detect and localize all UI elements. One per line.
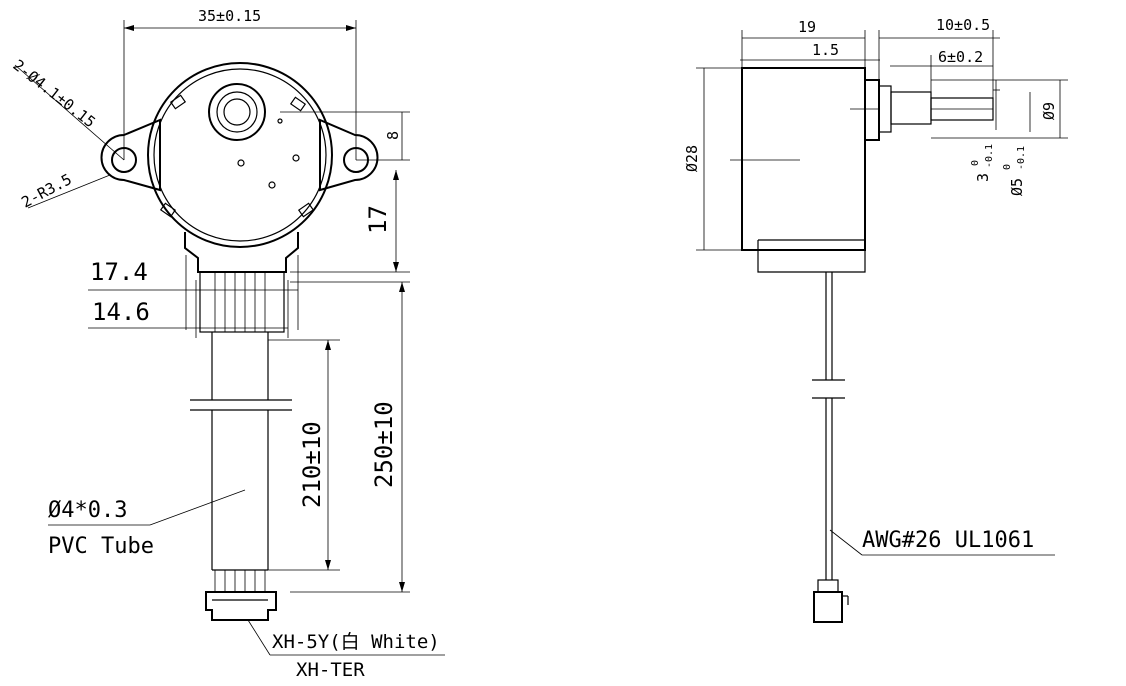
shaft-boss [208,83,266,141]
wire-bundle-top [199,271,285,333]
motor-body [147,62,333,248]
dim-6: 6±0.2 [938,48,983,66]
xh-connector [205,591,277,621]
dim-250: 250±10 [370,401,398,488]
dim-210: 210±10 [298,421,326,508]
terminal-label: XH-TER [296,659,365,681]
dim-14-6: 14.6 [92,298,150,326]
dim-28: Ø28 [683,145,701,172]
side-boss [864,79,880,141]
dim-8: 8 [384,131,402,140]
dim-19: 19 [798,18,816,36]
tube-size-label: Ø4*0.3 [48,498,127,523]
dim-17-4: 17.4 [90,258,148,286]
side-view [696,30,1068,623]
side-body [741,67,866,251]
dim-radius: 2-R3.5 [18,170,74,211]
side-connector [813,591,843,623]
dim-17: 17 [364,205,392,234]
tube-name-label: PVC Tube [48,534,154,559]
dim-10: 10±0.5 [936,16,990,34]
dim-5-upper: 0 [1002,164,1013,170]
dim-9: Ø9 [1040,102,1058,120]
dim-5: Ø5 [1008,178,1026,196]
mounting-flange [100,118,161,192]
dim-1-5: 1.5 [812,41,839,59]
dim-35: 35±0.15 [198,7,261,25]
front-view [14,20,445,656]
pvc-tube [190,332,292,570]
mounting-flange-right [319,118,379,192]
wire-bundle-bottom [212,569,268,592]
dim-5-lower: -0.1 [1016,146,1027,170]
dim-3-lower: -0.1 [984,144,995,168]
connector-label: XH-5Y(白 White) [272,631,440,653]
dim-holes: 2-Ø4.1±0.15 [10,56,99,131]
dim-3: 3 [974,173,992,182]
dim-3-upper: 0 [970,160,981,166]
wire-label: AWG#26 UL1061 [862,528,1034,553]
